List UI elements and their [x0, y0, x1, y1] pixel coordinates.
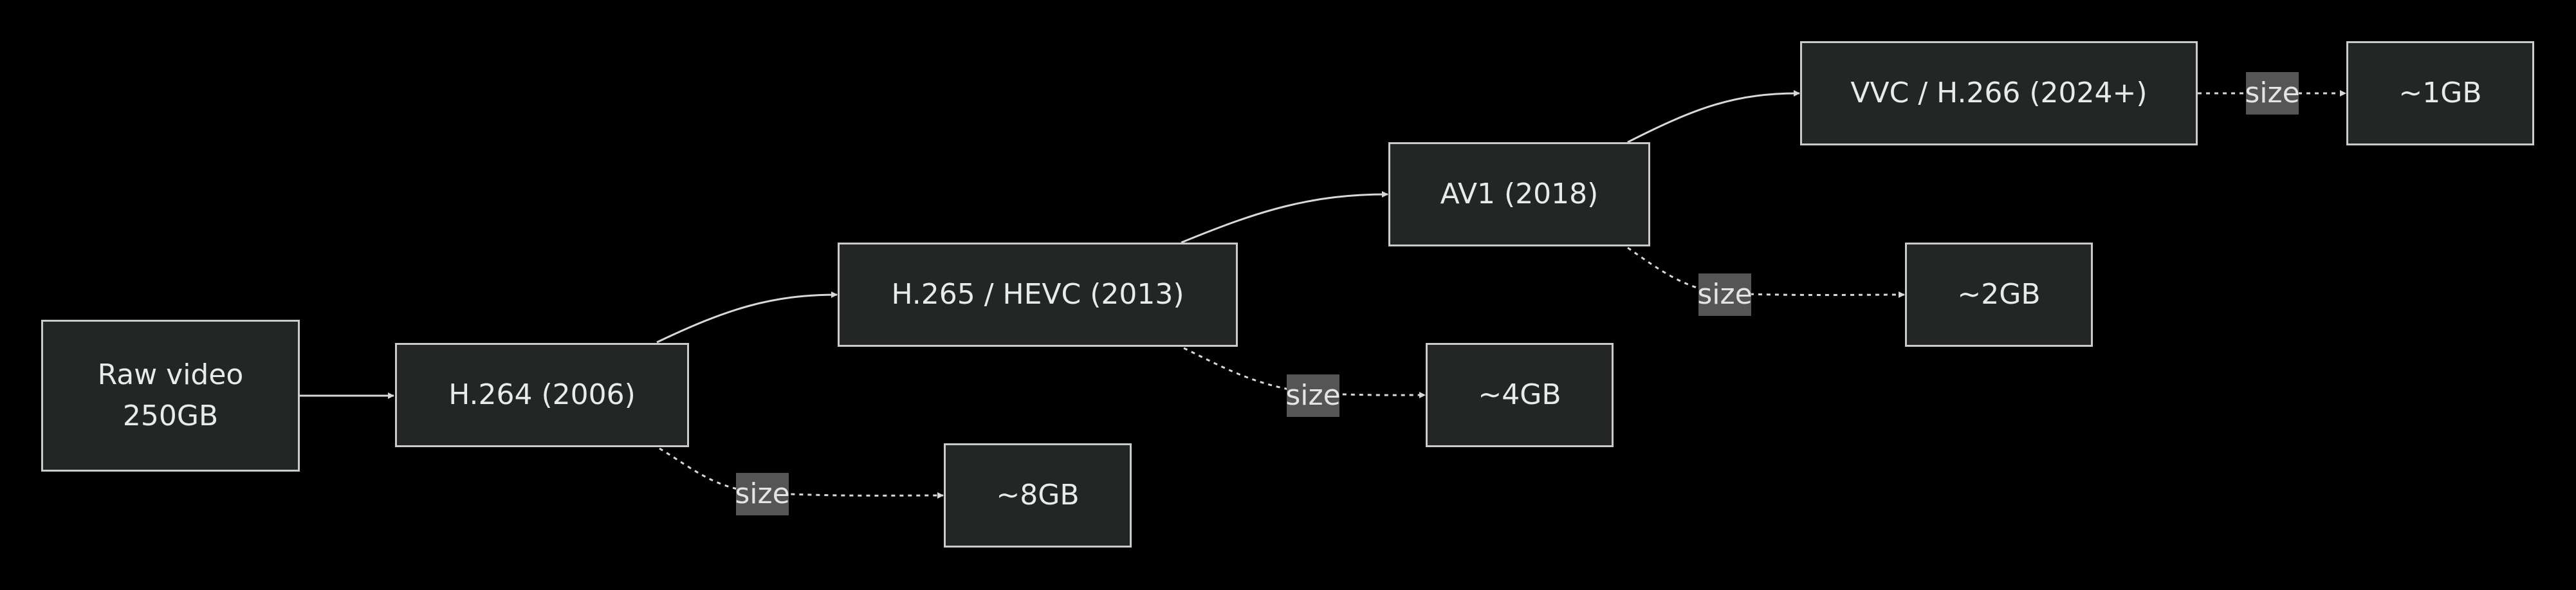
- edge-h264-to-h265: [656, 291, 838, 344]
- node-size-4gb-label: ~4GB: [1478, 378, 1561, 411]
- node-av1: AV1 (2018): [1388, 142, 1650, 246]
- edge-label-h264-size: size: [735, 473, 790, 515]
- node-size-1gb: ~1GB: [2346, 41, 2534, 145]
- edge-label-av1-size: size: [1697, 273, 1753, 316]
- node-h264: H.264 (2006): [395, 343, 689, 447]
- node-av1-label: AV1 (2018): [1440, 178, 1599, 210]
- node-raw-video-label: Raw video 250GB: [97, 358, 244, 432]
- edge-label-h265-size: size: [1285, 374, 1341, 417]
- node-size-2gb: ~2GB: [1905, 243, 2093, 347]
- node-h265-hevc: H.265 / HEVC (2013): [838, 243, 1238, 347]
- edge-label-vvc-size: size: [2245, 72, 2300, 115]
- edge-h265-to-av1: [1181, 191, 1388, 244]
- node-size-8gb: ~8GB: [944, 443, 1132, 548]
- node-h264-label: H.264 (2006): [448, 378, 636, 411]
- node-vvc-h266-label: VVC / H.266 (2024+): [1850, 77, 2148, 109]
- node-size-1gb-label: ~1GB: [2398, 77, 2482, 109]
- node-size-8gb-label: ~8GB: [996, 479, 1080, 512]
- edge-av1-to-vvc: [1627, 90, 1800, 143]
- node-size-2gb-label: ~2GB: [1957, 278, 2041, 311]
- edge-av1-to-2gb: [1627, 246, 1905, 299]
- node-raw-video: Raw video 250GB: [41, 320, 300, 472]
- node-vvc-h266: VVC / H.266 (2024+): [1800, 41, 2198, 145]
- node-h265-hevc-label: H.265 / HEVC (2013): [891, 278, 1184, 311]
- edge-h264-to-8gb: [659, 447, 944, 499]
- node-size-4gb: ~4GB: [1426, 343, 1614, 447]
